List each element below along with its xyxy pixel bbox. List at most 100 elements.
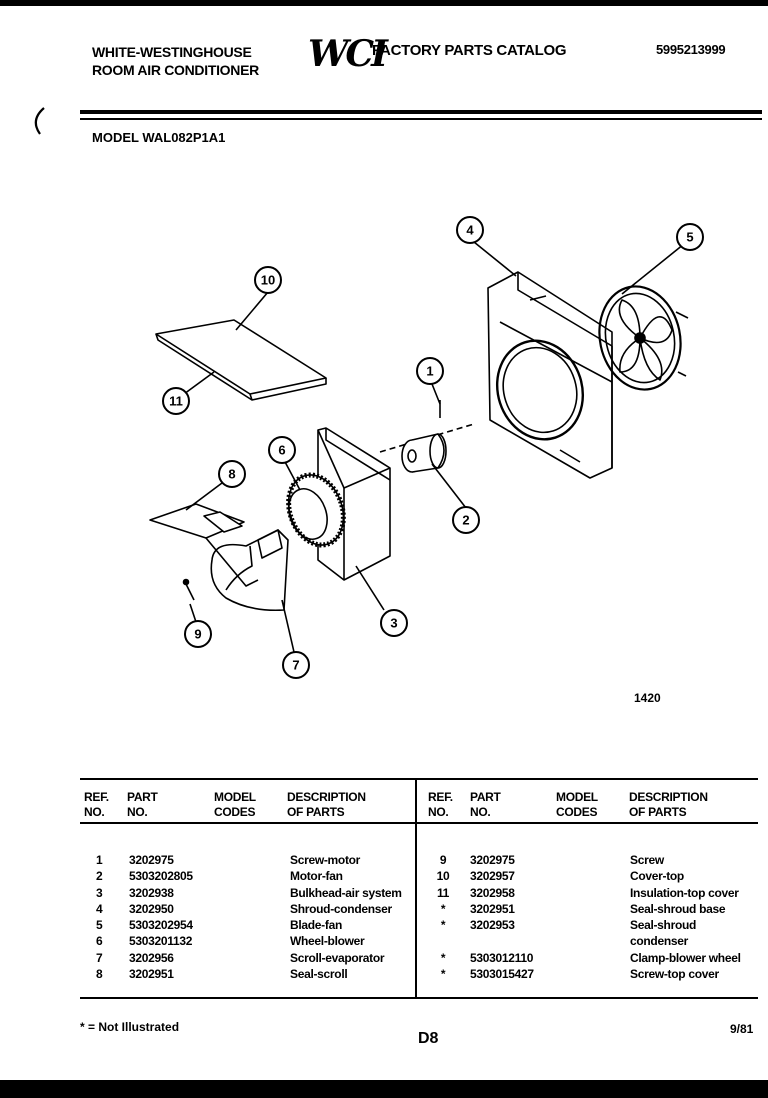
- table-header-rule: [80, 822, 758, 824]
- blade-fan-part: [598, 285, 689, 391]
- svg-text:11: 11: [169, 394, 183, 409]
- top-cover-part: [155, 319, 327, 401]
- table-row: *: [440, 967, 446, 982]
- table-row: Bulkhead-air system: [290, 885, 402, 900]
- shroud-condenser-part: [487, 271, 613, 479]
- table-row: Clamp-blower wheel: [630, 950, 741, 965]
- exploded-parts-diagram: 10 11 4 5 1 6 8 2 3 9 7: [34, 107, 704, 679]
- svg-text:4: 4: [466, 223, 474, 238]
- svg-text:5: 5: [686, 230, 693, 245]
- table-row: 5: [96, 918, 103, 933]
- table-divider: [415, 780, 417, 998]
- callout-3: 3: [380, 609, 408, 637]
- svg-text:9: 9: [194, 627, 201, 642]
- callout-4: 4: [456, 216, 484, 244]
- right-part-column: 3202975 3202957 3202958 3202951 3202953 …: [470, 852, 534, 982]
- catalog-title: FACTORY PARTS CATALOG: [372, 42, 567, 59]
- blower-wheel-part: [286, 472, 346, 548]
- right-ref-column: 9 10 11 * * * *: [432, 852, 454, 982]
- svg-text:2: 2: [462, 513, 469, 528]
- table-row: [432, 933, 454, 949]
- table-row: 5303202954: [129, 918, 193, 933]
- table-row: Seal-shroud base: [630, 901, 726, 916]
- table-row: 5303201132: [129, 934, 193, 949]
- table-row: 3202951: [470, 901, 515, 916]
- svg-text:1: 1: [426, 364, 433, 379]
- table-row: 9: [439, 853, 447, 867]
- table-row: Screw-top cover: [630, 967, 719, 982]
- table-row: [470, 933, 534, 949]
- table-row: 2: [96, 869, 103, 884]
- page-code: D8: [418, 1030, 439, 1047]
- table-row: Scroll-evaporator: [290, 950, 385, 965]
- brand-line-1: WHITE-WESTINGHOUSE: [92, 44, 252, 60]
- table-row: 6: [96, 934, 103, 949]
- svg-text:6: 6: [278, 443, 285, 458]
- header-rule-thick: [80, 110, 762, 114]
- table-row: 5303202805: [129, 869, 193, 884]
- catalog-date: 9/81: [730, 1022, 754, 1036]
- table-row: *: [440, 918, 446, 933]
- table-row: *: [440, 950, 446, 965]
- top-border: [0, 0, 768, 6]
- table-row: 7: [96, 950, 103, 965]
- wci-logo: WCI: [308, 33, 388, 75]
- illustration-number: 1420: [634, 691, 661, 705]
- svg-text:7: 7: [292, 658, 299, 673]
- callout-10: 10: [254, 266, 282, 294]
- table-row: 11: [436, 885, 450, 900]
- table-row: 3202975: [129, 853, 174, 867]
- table-row: 10: [436, 869, 450, 884]
- motor-fan-part: [379, 423, 475, 473]
- table-row: 3202956: [129, 950, 174, 965]
- callout-5: 5: [676, 223, 704, 251]
- table-row: 3202951: [129, 967, 174, 982]
- table-row: 4: [96, 901, 103, 916]
- table-row: 3202958: [470, 885, 515, 900]
- table-bottom-rule: [80, 997, 758, 999]
- table-row: Screw-motor: [290, 853, 361, 867]
- not-illustrated-note: * = Not Illustrated: [80, 1020, 180, 1034]
- table-row: 3202957: [470, 869, 515, 884]
- table-row: 3202975: [470, 853, 515, 867]
- header-rule-thin: [80, 118, 762, 120]
- table-row: Shroud-condenser: [290, 901, 392, 916]
- bottom-border: [0, 1080, 768, 1098]
- callout-7: 7: [282, 651, 310, 679]
- table-row: Cover-top: [630, 869, 684, 884]
- svg-text:8: 8: [228, 467, 235, 482]
- scroll-evaporator-part: [210, 529, 289, 612]
- table-row: 3202953: [470, 918, 515, 933]
- model-number: MODEL WAL082P1A1: [92, 130, 226, 145]
- callout-2: 2: [452, 506, 480, 534]
- callout-labels: 10 11 4 5 1 6 8 2 3 9 7: [162, 216, 704, 679]
- table-row: Insulation-top cover: [630, 885, 739, 900]
- header-ref-right: REF.NO.: [428, 790, 453, 819]
- callout-8: 8: [218, 460, 246, 488]
- table-row: 3202938: [129, 885, 174, 900]
- table-row: condenser: [630, 934, 688, 949]
- table-top-rule: [80, 778, 758, 780]
- table-row: 5303015427: [470, 967, 534, 982]
- screw-part: [185, 583, 195, 601]
- callout-11: 11: [162, 387, 190, 415]
- table-row: Seal-shroud: [630, 918, 697, 933]
- svg-text:10: 10: [261, 273, 275, 288]
- left-desc-column: Screw-motor Motor-fan Bulkhead-air syste…: [290, 852, 402, 982]
- table-row: Seal-scroll: [290, 967, 348, 982]
- header-ref-left: REF.NO.: [84, 790, 109, 819]
- callout-9: 9: [184, 620, 212, 648]
- callout-1: 1: [416, 357, 444, 385]
- table-row: Screw: [630, 853, 664, 867]
- binder-mark: [34, 107, 45, 135]
- brand-line-2: ROOM AIR CONDITIONER: [92, 62, 259, 78]
- left-part-column: 3202975 5303202805 3202938 3202950 53032…: [129, 852, 193, 982]
- table-row: 3: [96, 885, 103, 900]
- table-row: 8: [96, 967, 103, 982]
- table-row: Motor-fan: [290, 869, 343, 884]
- table-row: *: [440, 901, 446, 916]
